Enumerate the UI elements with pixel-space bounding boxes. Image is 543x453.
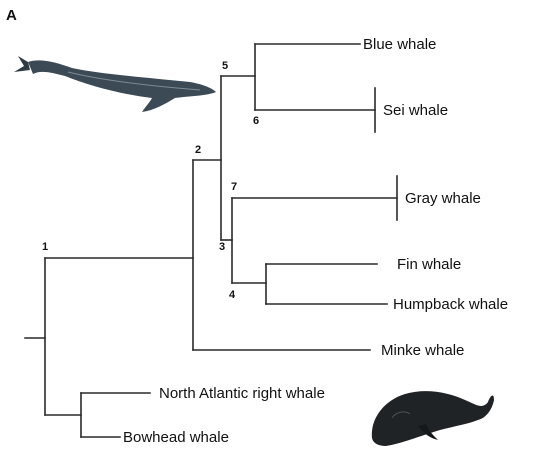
leaf-label-fin-whale: Fin whale: [397, 256, 461, 273]
leaf-label-sei-whale: Sei whale: [383, 102, 448, 119]
panel-label: A: [6, 7, 17, 24]
node-label-2: 2: [195, 144, 201, 156]
leaf-label-gray-whale: Gray whale: [405, 190, 481, 207]
bowhead-whale-illustration: [372, 391, 494, 446]
leaf-label-minke-whale: Minke whale: [381, 342, 464, 359]
tree-branches: [25, 44, 397, 437]
node-label-3: 3: [219, 241, 225, 253]
node-label-1: 1: [42, 241, 48, 253]
node-label-6: 6: [253, 115, 259, 127]
leaf-label-humpback-whale: Humpback whale: [393, 296, 508, 313]
leaf-label-blue-whale: Blue whale: [363, 36, 436, 53]
blue-whale-illustration: [14, 56, 216, 112]
node-label-4: 4: [229, 289, 236, 301]
leaf-label-bowhead-whale: Bowhead whale: [123, 429, 229, 446]
node-label-5: 5: [222, 60, 228, 72]
leaf-label-north-atlantic-right-whale: North Atlantic right whale: [159, 385, 325, 402]
node-label-7: 7: [231, 181, 237, 193]
